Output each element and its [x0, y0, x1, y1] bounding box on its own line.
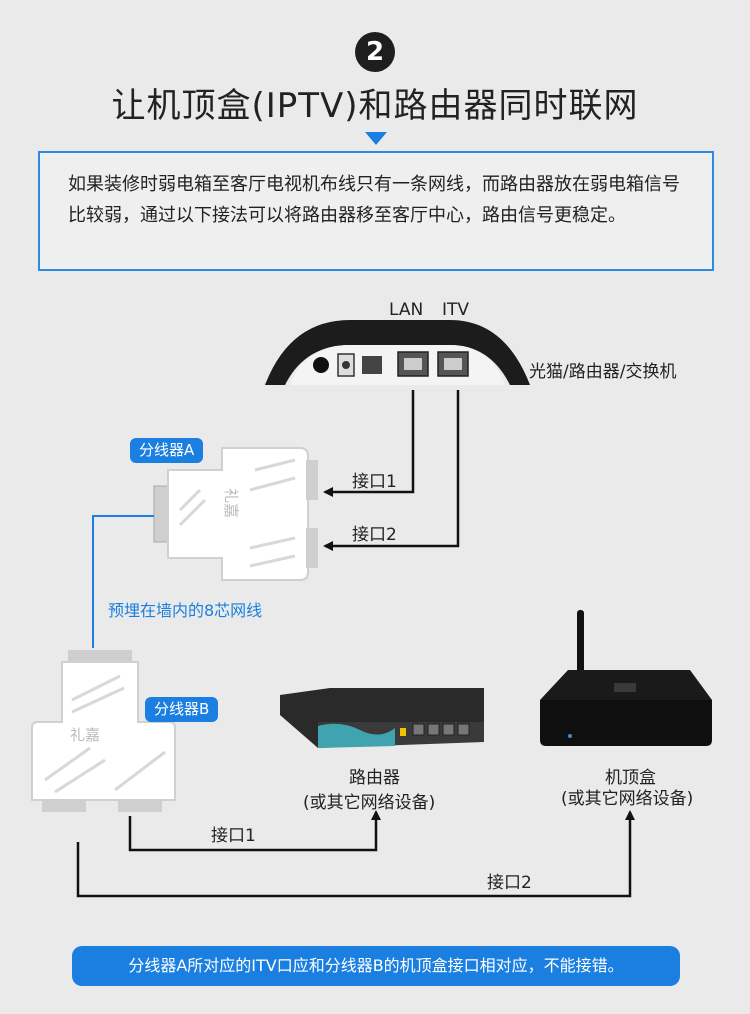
router-sub: (或其它网络设备)	[303, 793, 436, 813]
brand-logo: 礼嘉	[222, 488, 240, 518]
cable-port1-arrow	[323, 390, 415, 497]
antenna-icon	[577, 610, 584, 678]
port-icon	[362, 356, 382, 374]
splitter-b-badge: 分线器B	[145, 697, 219, 722]
cable-router-arrow	[128, 810, 381, 852]
splitter-b-device: 礼嘉	[31, 650, 176, 812]
buried-cable-line	[92, 515, 154, 648]
page-title: 让机顶盒(IPTV)和路由器同时联网	[111, 86, 639, 126]
splitter-a-port1-label: 接口1	[352, 472, 397, 492]
splitter-a-device: 礼嘉	[153, 447, 318, 581]
settop-box-device	[540, 610, 712, 746]
modem-name: 光猫/路由器/交换机	[529, 362, 677, 382]
itv-label: ITV	[442, 300, 470, 320]
description-text: 如果装修时弱电箱至客厅电视机布线只有一条网线，而路由器放在弱电箱信号比较弱，通过…	[68, 174, 680, 226]
settop-sub: (或其它网络设备)	[561, 789, 694, 809]
cable-note: 预埋在墙内的8芯网线	[108, 601, 263, 620]
settop-name: 机顶盒	[605, 768, 656, 788]
cable-port2-arrow	[323, 390, 460, 551]
router-device	[280, 688, 484, 748]
modem-device	[265, 320, 530, 385]
splitter-b-port1-label: 接口1	[211, 826, 256, 846]
step-number-badge: 2	[355, 32, 395, 72]
brand-logo: 礼嘉	[70, 726, 100, 744]
splitter-b-port2-label: 接口2	[487, 873, 532, 893]
description-box	[38, 151, 714, 271]
lan-label: LAN	[389, 300, 424, 320]
splitter-a-badge: 分线器A	[130, 438, 204, 463]
down-triangle-icon	[365, 132, 387, 145]
footer-note: 分线器A所对应的ITV口应和分线器B的机顶盒接口相对应，不能接错。	[72, 946, 680, 986]
cable-settop-arrow	[76, 810, 635, 898]
splitter-a-port2-label: 接口2	[352, 525, 397, 545]
power-button-icon	[313, 357, 329, 373]
router-name: 路由器	[349, 768, 400, 788]
